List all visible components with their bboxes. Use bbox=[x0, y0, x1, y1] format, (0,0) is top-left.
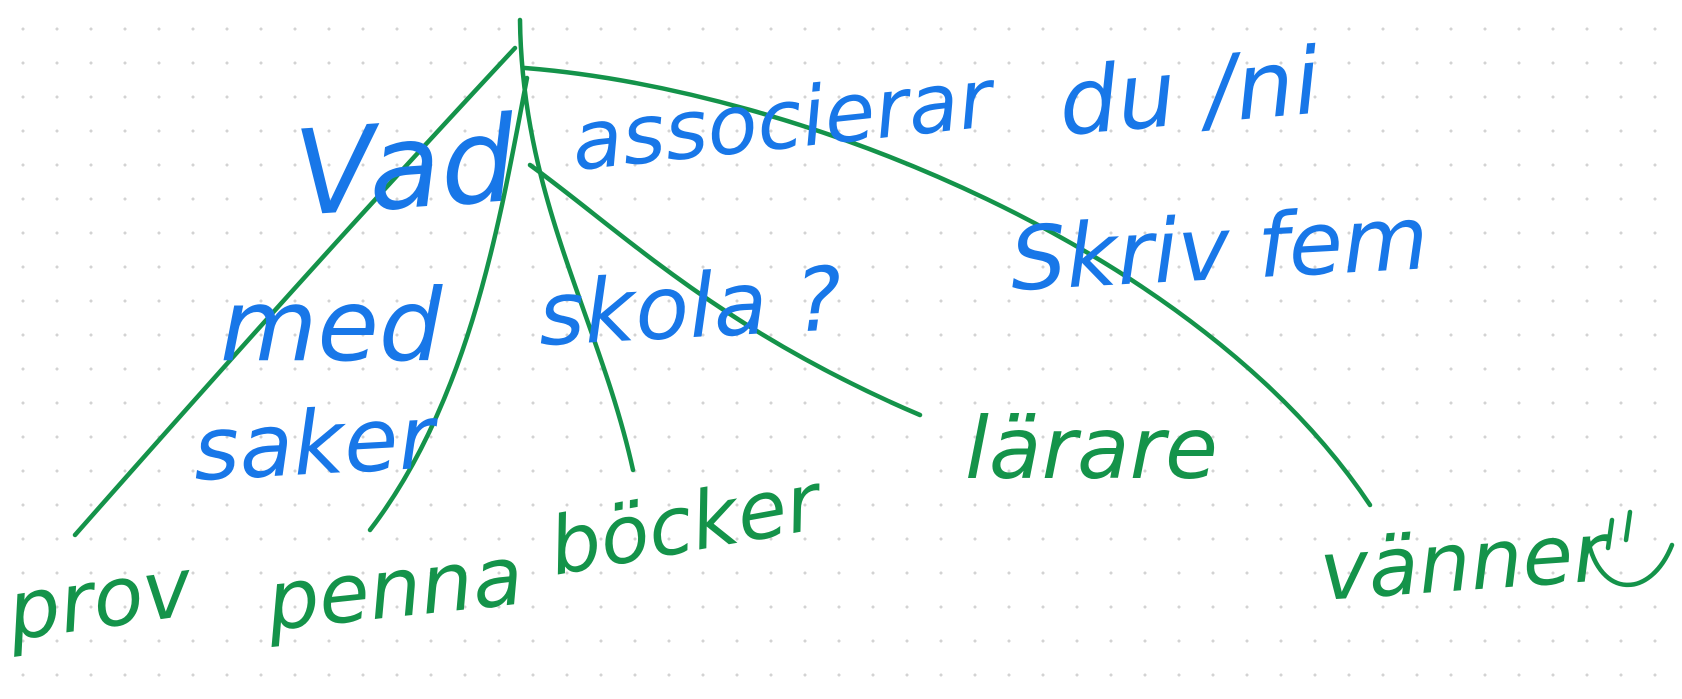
answer-bocker: böcker bbox=[542, 454, 831, 594]
question-text: Vad associerar du /ni med skola ? Skriv … bbox=[191, 28, 1431, 501]
answer-larare: lärare bbox=[965, 399, 1218, 499]
answer-penna: penna bbox=[261, 529, 527, 650]
branch-line-penna bbox=[367, 75, 530, 533]
question-word-du-ni: du /ni bbox=[1055, 28, 1325, 157]
branch-line-vanner bbox=[522, 65, 1373, 508]
question-word-skriv-fem: Skriv fem bbox=[1008, 186, 1431, 311]
branch-line-larare bbox=[527, 162, 923, 418]
mindmap-branches bbox=[72, 17, 1373, 538]
question-word-associerar: associerar bbox=[567, 51, 1001, 190]
answer-vanner: vänner bbox=[1317, 505, 1614, 620]
answer-prov: prov bbox=[1, 540, 199, 660]
question-word-saker: saker bbox=[191, 385, 442, 501]
branch-line-prov bbox=[72, 45, 518, 538]
branch-line-bocker bbox=[517, 17, 636, 473]
question-word-med: med bbox=[220, 267, 443, 384]
question-word-vad: Vad bbox=[290, 90, 521, 243]
question-word-skola: skola ? bbox=[536, 247, 845, 366]
smiley-face-icon bbox=[1585, 509, 1675, 588]
